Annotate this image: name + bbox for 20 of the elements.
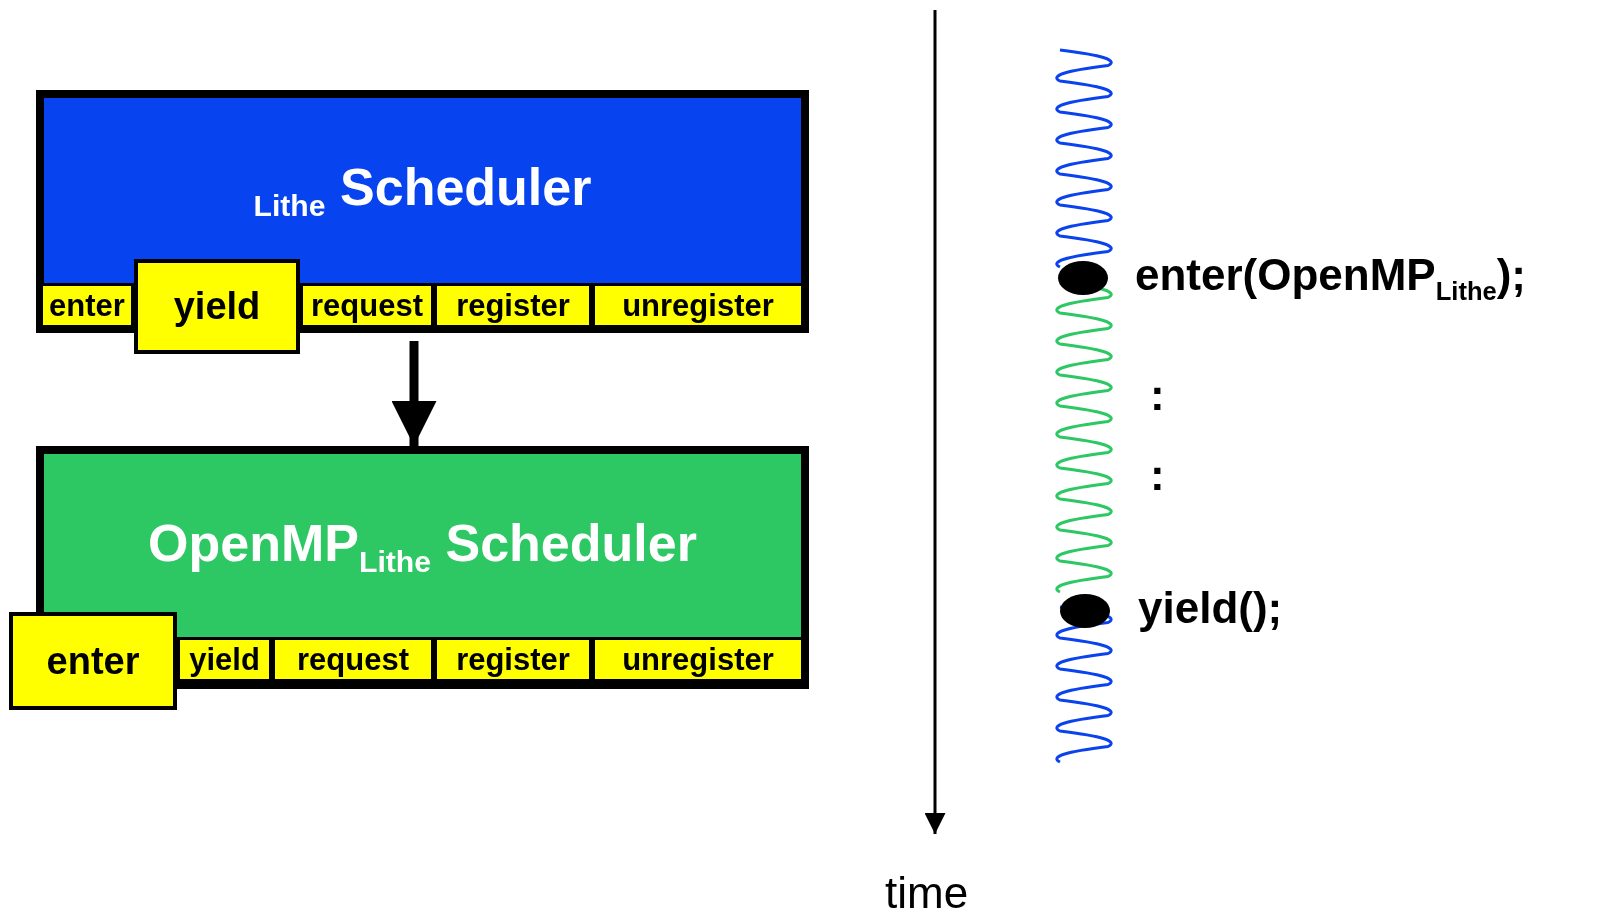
function-cell: request: [272, 637, 434, 682]
function-cell: yield: [177, 637, 272, 682]
scheduler-title: OpenMP$_{Lithe}$ Scheduler: [148, 513, 697, 580]
arrow: [391, 341, 437, 446]
code-text: yield();: [1138, 583, 1283, 633]
scheduler-box: [36, 446, 809, 689]
raised-function-cell: enter: [9, 612, 177, 710]
function-cell: request: [300, 283, 434, 328]
ellipsis-mark: :: [1150, 450, 1165, 500]
function-cell: unregister: [592, 283, 804, 328]
function-cell: register: [434, 283, 592, 328]
raised-function-cell: yield: [134, 259, 300, 354]
ellipsis-mark: :: [1150, 370, 1165, 420]
axis-label: time: [885, 868, 969, 916]
code-text: enter(OpenMP$_{Lithe}$);: [1135, 250, 1526, 306]
scheduler-title: $_{Lithe}$ Scheduler: [253, 157, 592, 224]
function-cell: enter: [40, 283, 134, 328]
function-cell: unregister: [592, 637, 804, 682]
scheduler-box: [36, 90, 809, 333]
function-cell: register: [434, 637, 592, 682]
